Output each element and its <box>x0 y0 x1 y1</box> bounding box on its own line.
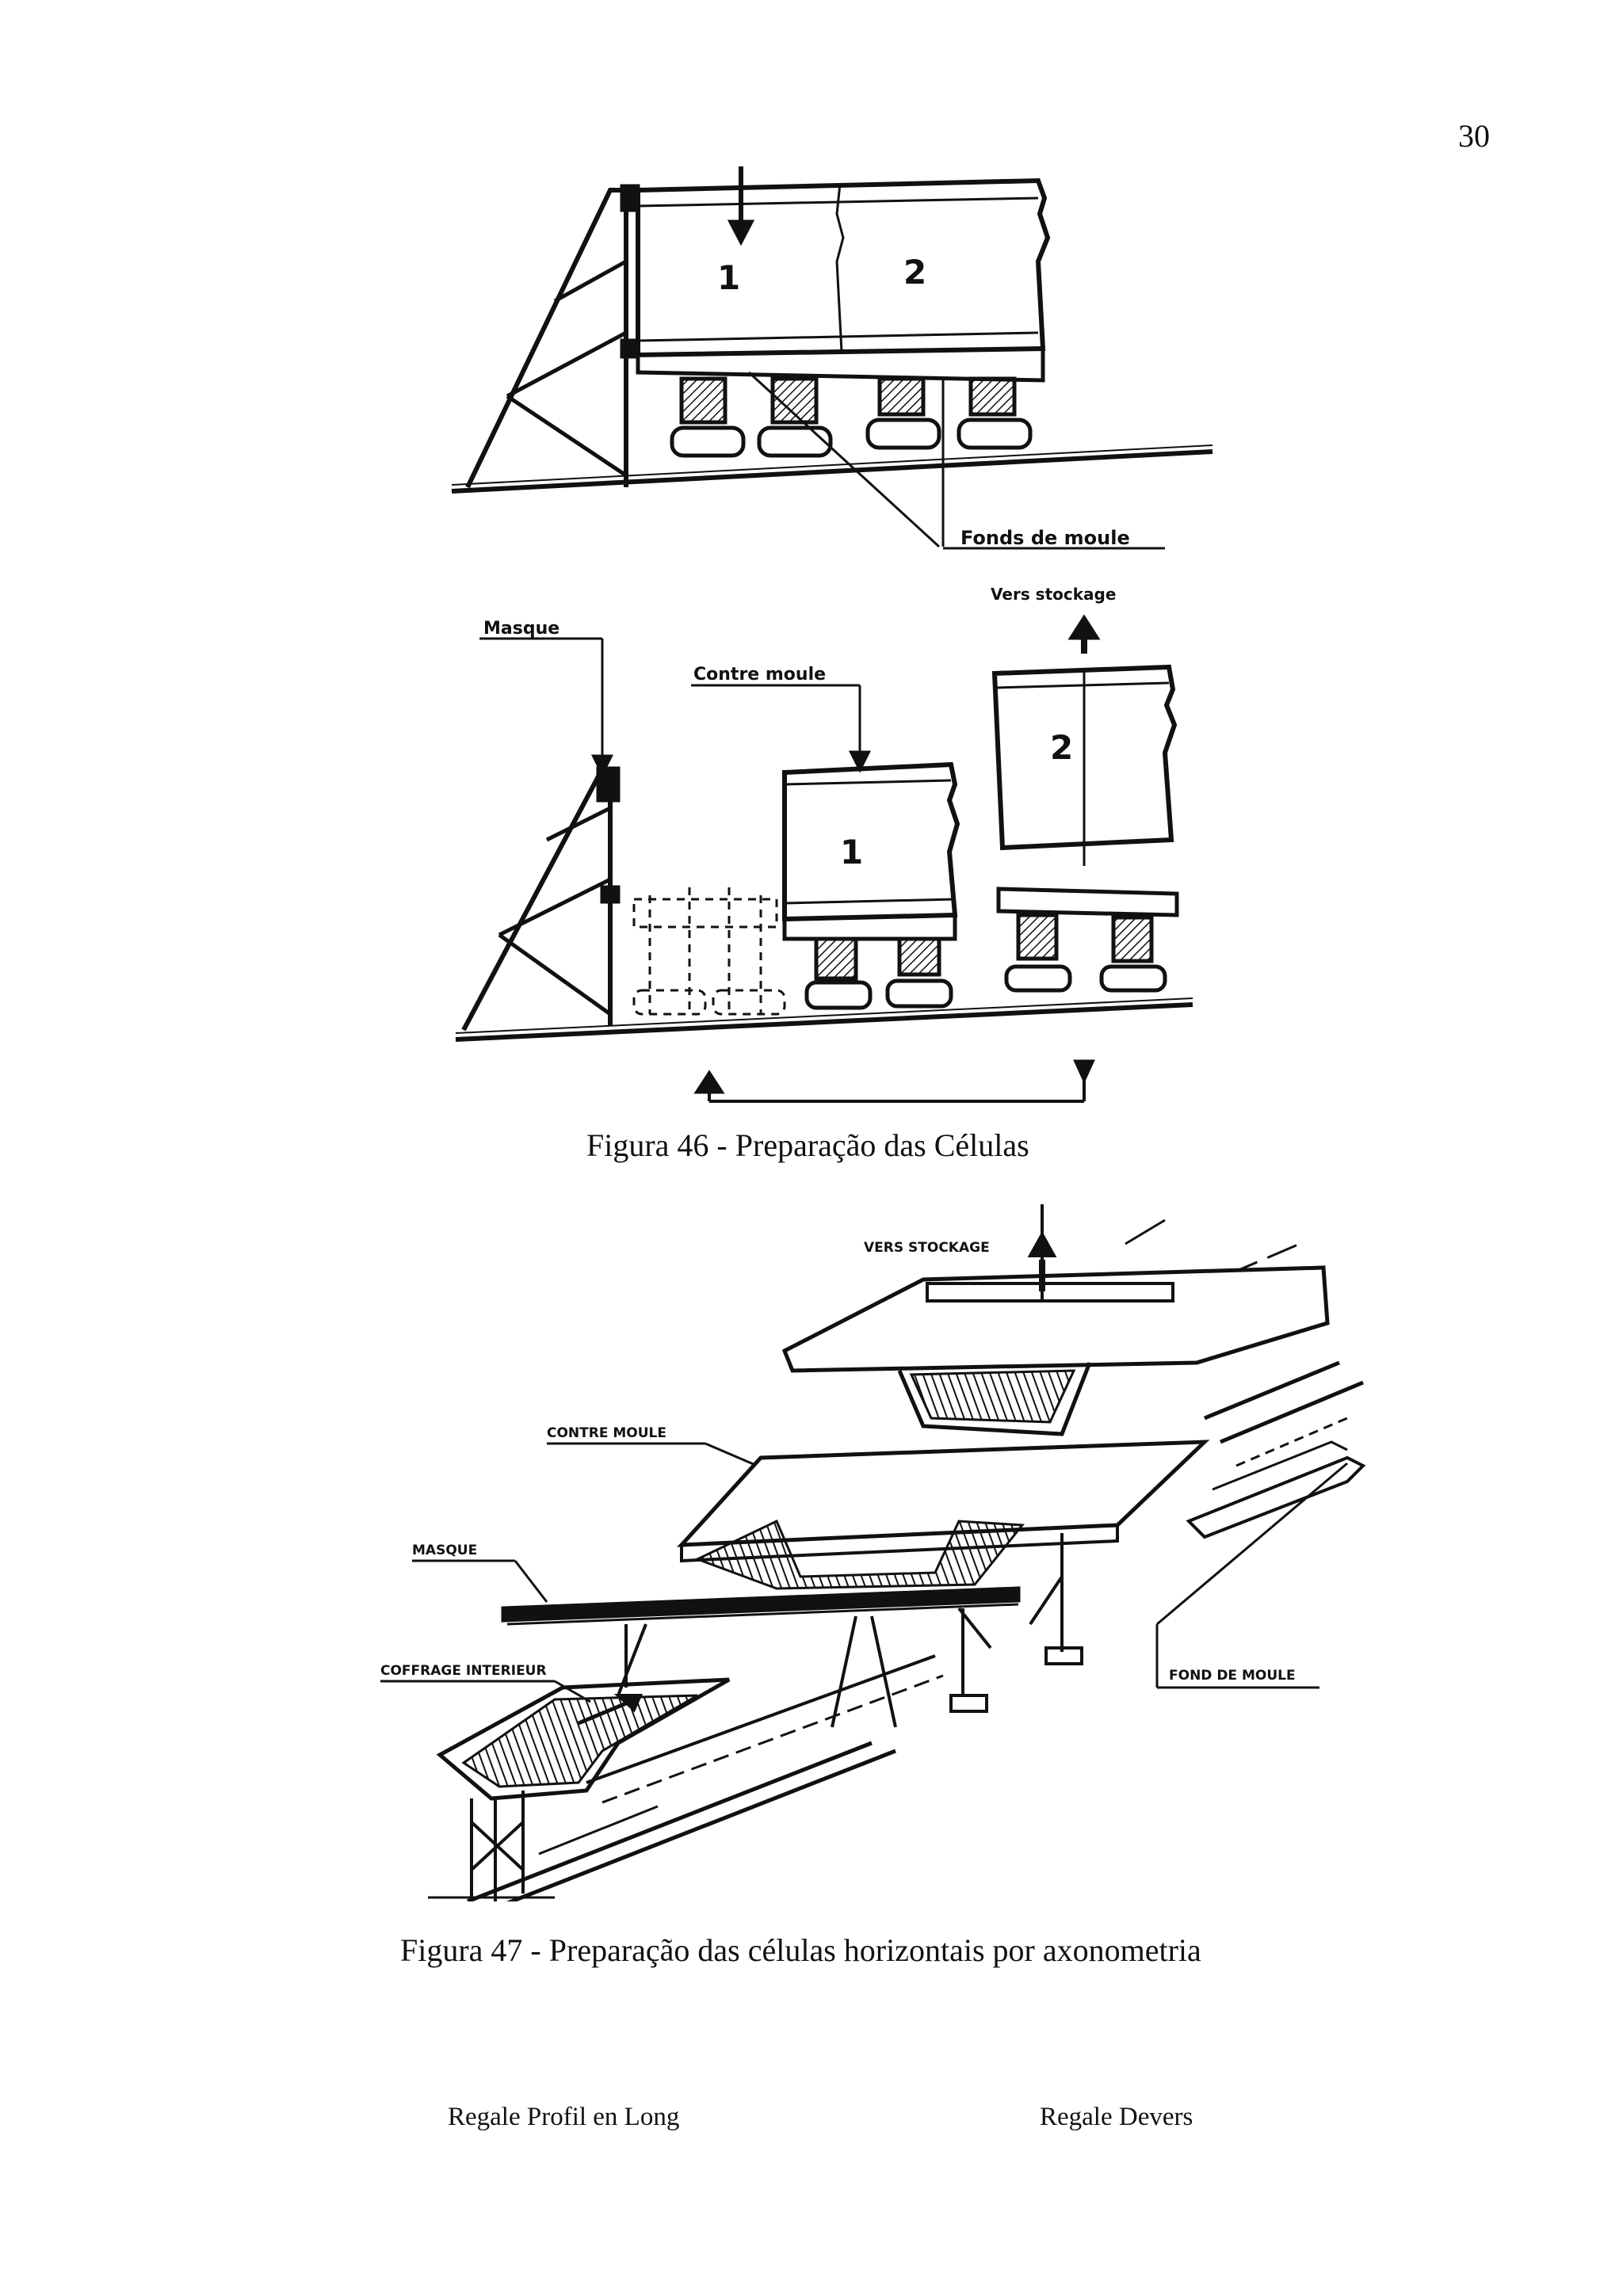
fig46-bottom-cell-1: 1 <box>840 833 863 871</box>
fig46-label-masque: Masque <box>483 619 559 639</box>
figure-46-caption: Figura 46 - Preparação das Células <box>586 1127 1029 1163</box>
fig46-bottom-view <box>455 614 1193 1103</box>
fig47-label-vers-stockage: VERS STOCKAGE <box>864 1240 990 1256</box>
fig46-top-cell-2: 2 <box>903 253 926 292</box>
fig47-label-coffrage-interieur: COFFRAGE INTERIEUR <box>380 1663 547 1679</box>
fig46-label-contre-moule: Contre moule <box>693 665 826 685</box>
fig46-label-fonds-de-moule: Fonds de moule <box>960 527 1130 549</box>
fig47-label-masque: MASQUE <box>412 1543 477 1558</box>
fig46-top-cell-1: 1 <box>717 258 740 297</box>
fig47-label-contre-moule: CONTRE MOULE <box>547 1425 666 1441</box>
fig46-label-vers-stockage: Vers stockage <box>991 585 1116 604</box>
figure-47-caption: Figura 47 - Preparação das células horiz… <box>400 1932 1201 1968</box>
figure-46-drawing: 1 2 Fonds de moule <box>451 166 1213 1103</box>
figure-47-drawing: VERS STOCKAGE CONTRE MOULE MASQUE COFFRA… <box>380 1204 1366 1901</box>
footer-left: Regale Profil en Long <box>448 2103 680 2131</box>
fig46-top-view <box>451 166 1213 550</box>
fig46-bottom-cell-2: 2 <box>1050 728 1073 767</box>
page-number: 30 <box>1458 118 1490 154</box>
footer-right: Regale Devers <box>1040 2103 1193 2131</box>
fig47-label-fond-de-moule: FOND DE MOULE <box>1169 1668 1296 1684</box>
